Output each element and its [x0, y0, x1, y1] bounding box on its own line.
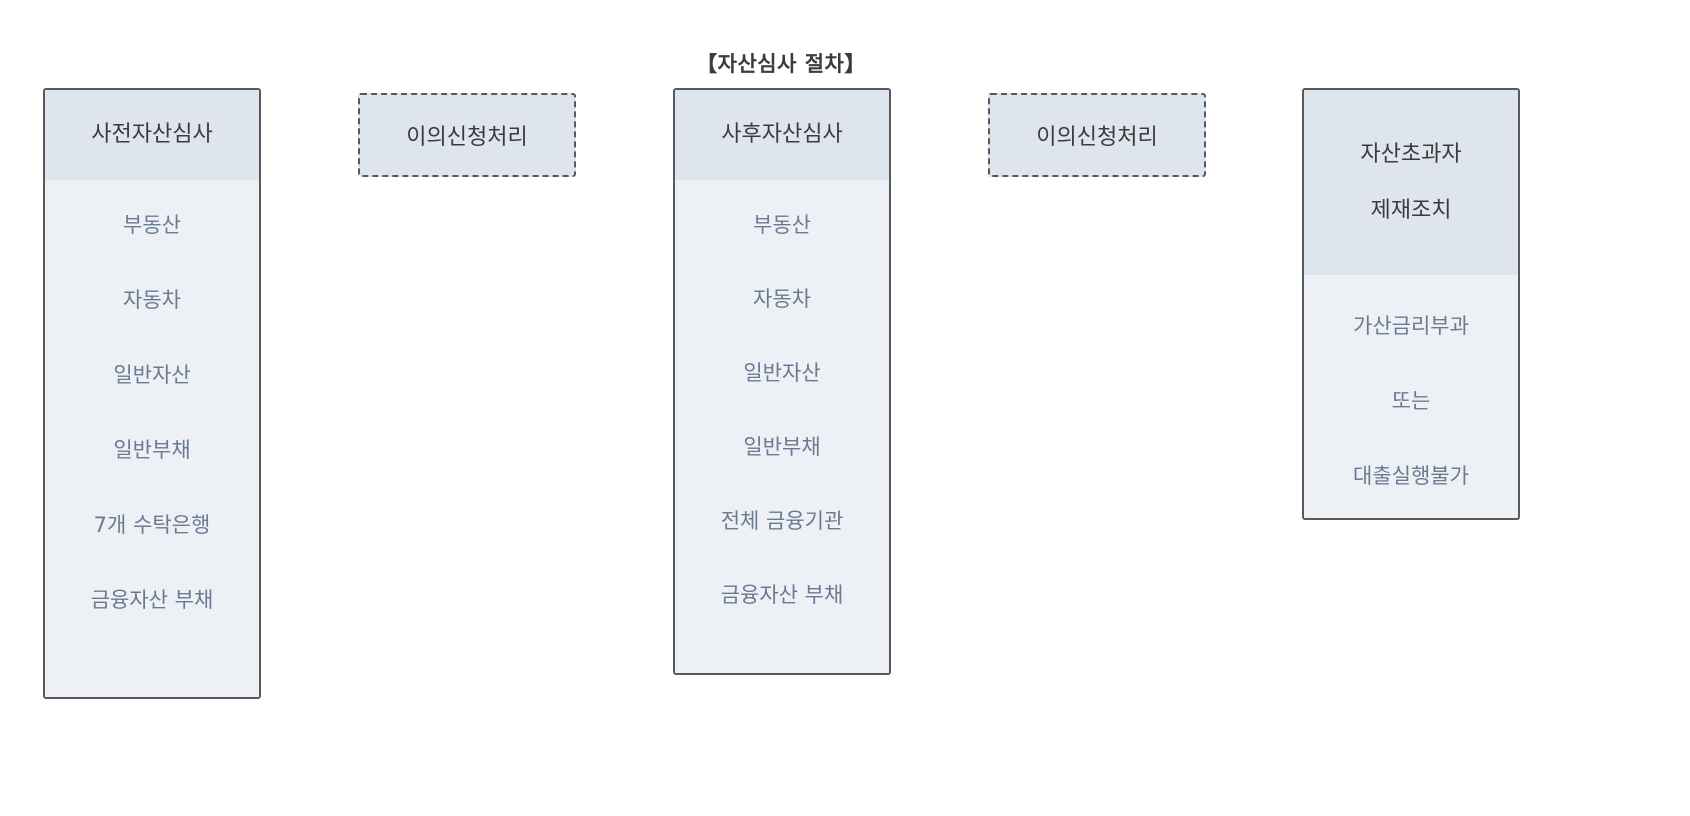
- list-item[interactable]: 금융자산 부채: [720, 583, 844, 607]
- card-objection-1-label: 이의신청처리: [406, 125, 528, 150]
- card-header-line: 사후자산심사: [721, 122, 843, 147]
- card-body-excess-sanction: 가산금리부과 또는 대출실행불가: [1304, 275, 1518, 518]
- card-objection-2-label: 이의신청처리: [1036, 125, 1158, 150]
- list-item[interactable]: 일반부채: [113, 438, 191, 462]
- card-post-asset-review[interactable]: 사후자산심사 부동산 자동차 일반자산 일반부채 전체 금융기관 금융자산 부채: [673, 88, 891, 675]
- card-header-excess-sanction: 자산초과자 제재조치: [1304, 90, 1518, 275]
- list-item[interactable]: 또는: [1391, 389, 1431, 413]
- list-item[interactable]: 부동산: [753, 213, 811, 237]
- page-title-text: 【자산심사 절차】: [696, 52, 866, 76]
- page-title: 【자산심사 절차】: [0, 48, 1690, 78]
- list-item[interactable]: 자동차: [123, 288, 181, 312]
- card-objection-1[interactable]: 이의신청처리: [358, 93, 576, 177]
- list-item[interactable]: 7개 수탁은행: [93, 513, 211, 537]
- list-item[interactable]: 일반자산: [743, 361, 821, 385]
- card-excess-sanction[interactable]: 자산초과자 제재조치 가산금리부과 또는 대출실행불가: [1302, 88, 1520, 520]
- list-item[interactable]: 일반부채: [743, 435, 821, 459]
- card-header-line: 자산초과자: [1360, 141, 1462, 167]
- card-objection-2[interactable]: 이의신청처리: [988, 93, 1206, 177]
- card-body-post-asset-review: 부동산 자동차 일반자산 일반부채 전체 금융기관 금융자산 부채: [675, 180, 889, 673]
- card-body-pre-asset-review: 부동산 자동차 일반자산 일반부채 7개 수탁은행 금융자산 부채: [45, 180, 259, 697]
- card-pre-asset-review[interactable]: 사전자산심사 부동산 자동차 일반자산 일반부채 7개 수탁은행 금융자산 부채: [43, 88, 261, 699]
- card-header-line: 사전자산심사: [91, 122, 213, 147]
- list-item[interactable]: 전체 금융기관: [720, 509, 844, 533]
- list-item[interactable]: 금융자산 부채: [90, 588, 214, 612]
- card-header-post-asset-review: 사후자산심사: [675, 90, 889, 180]
- card-header-pre-asset-review: 사전자산심사: [45, 90, 259, 180]
- list-item[interactable]: 가산금리부과: [1353, 314, 1469, 338]
- list-item[interactable]: 자동차: [753, 287, 811, 311]
- list-item[interactable]: 대출실행불가: [1353, 464, 1469, 488]
- list-item[interactable]: 부동산: [123, 213, 181, 237]
- card-header-line: 제재조치: [1370, 197, 1452, 223]
- list-item[interactable]: 일반자산: [113, 363, 191, 387]
